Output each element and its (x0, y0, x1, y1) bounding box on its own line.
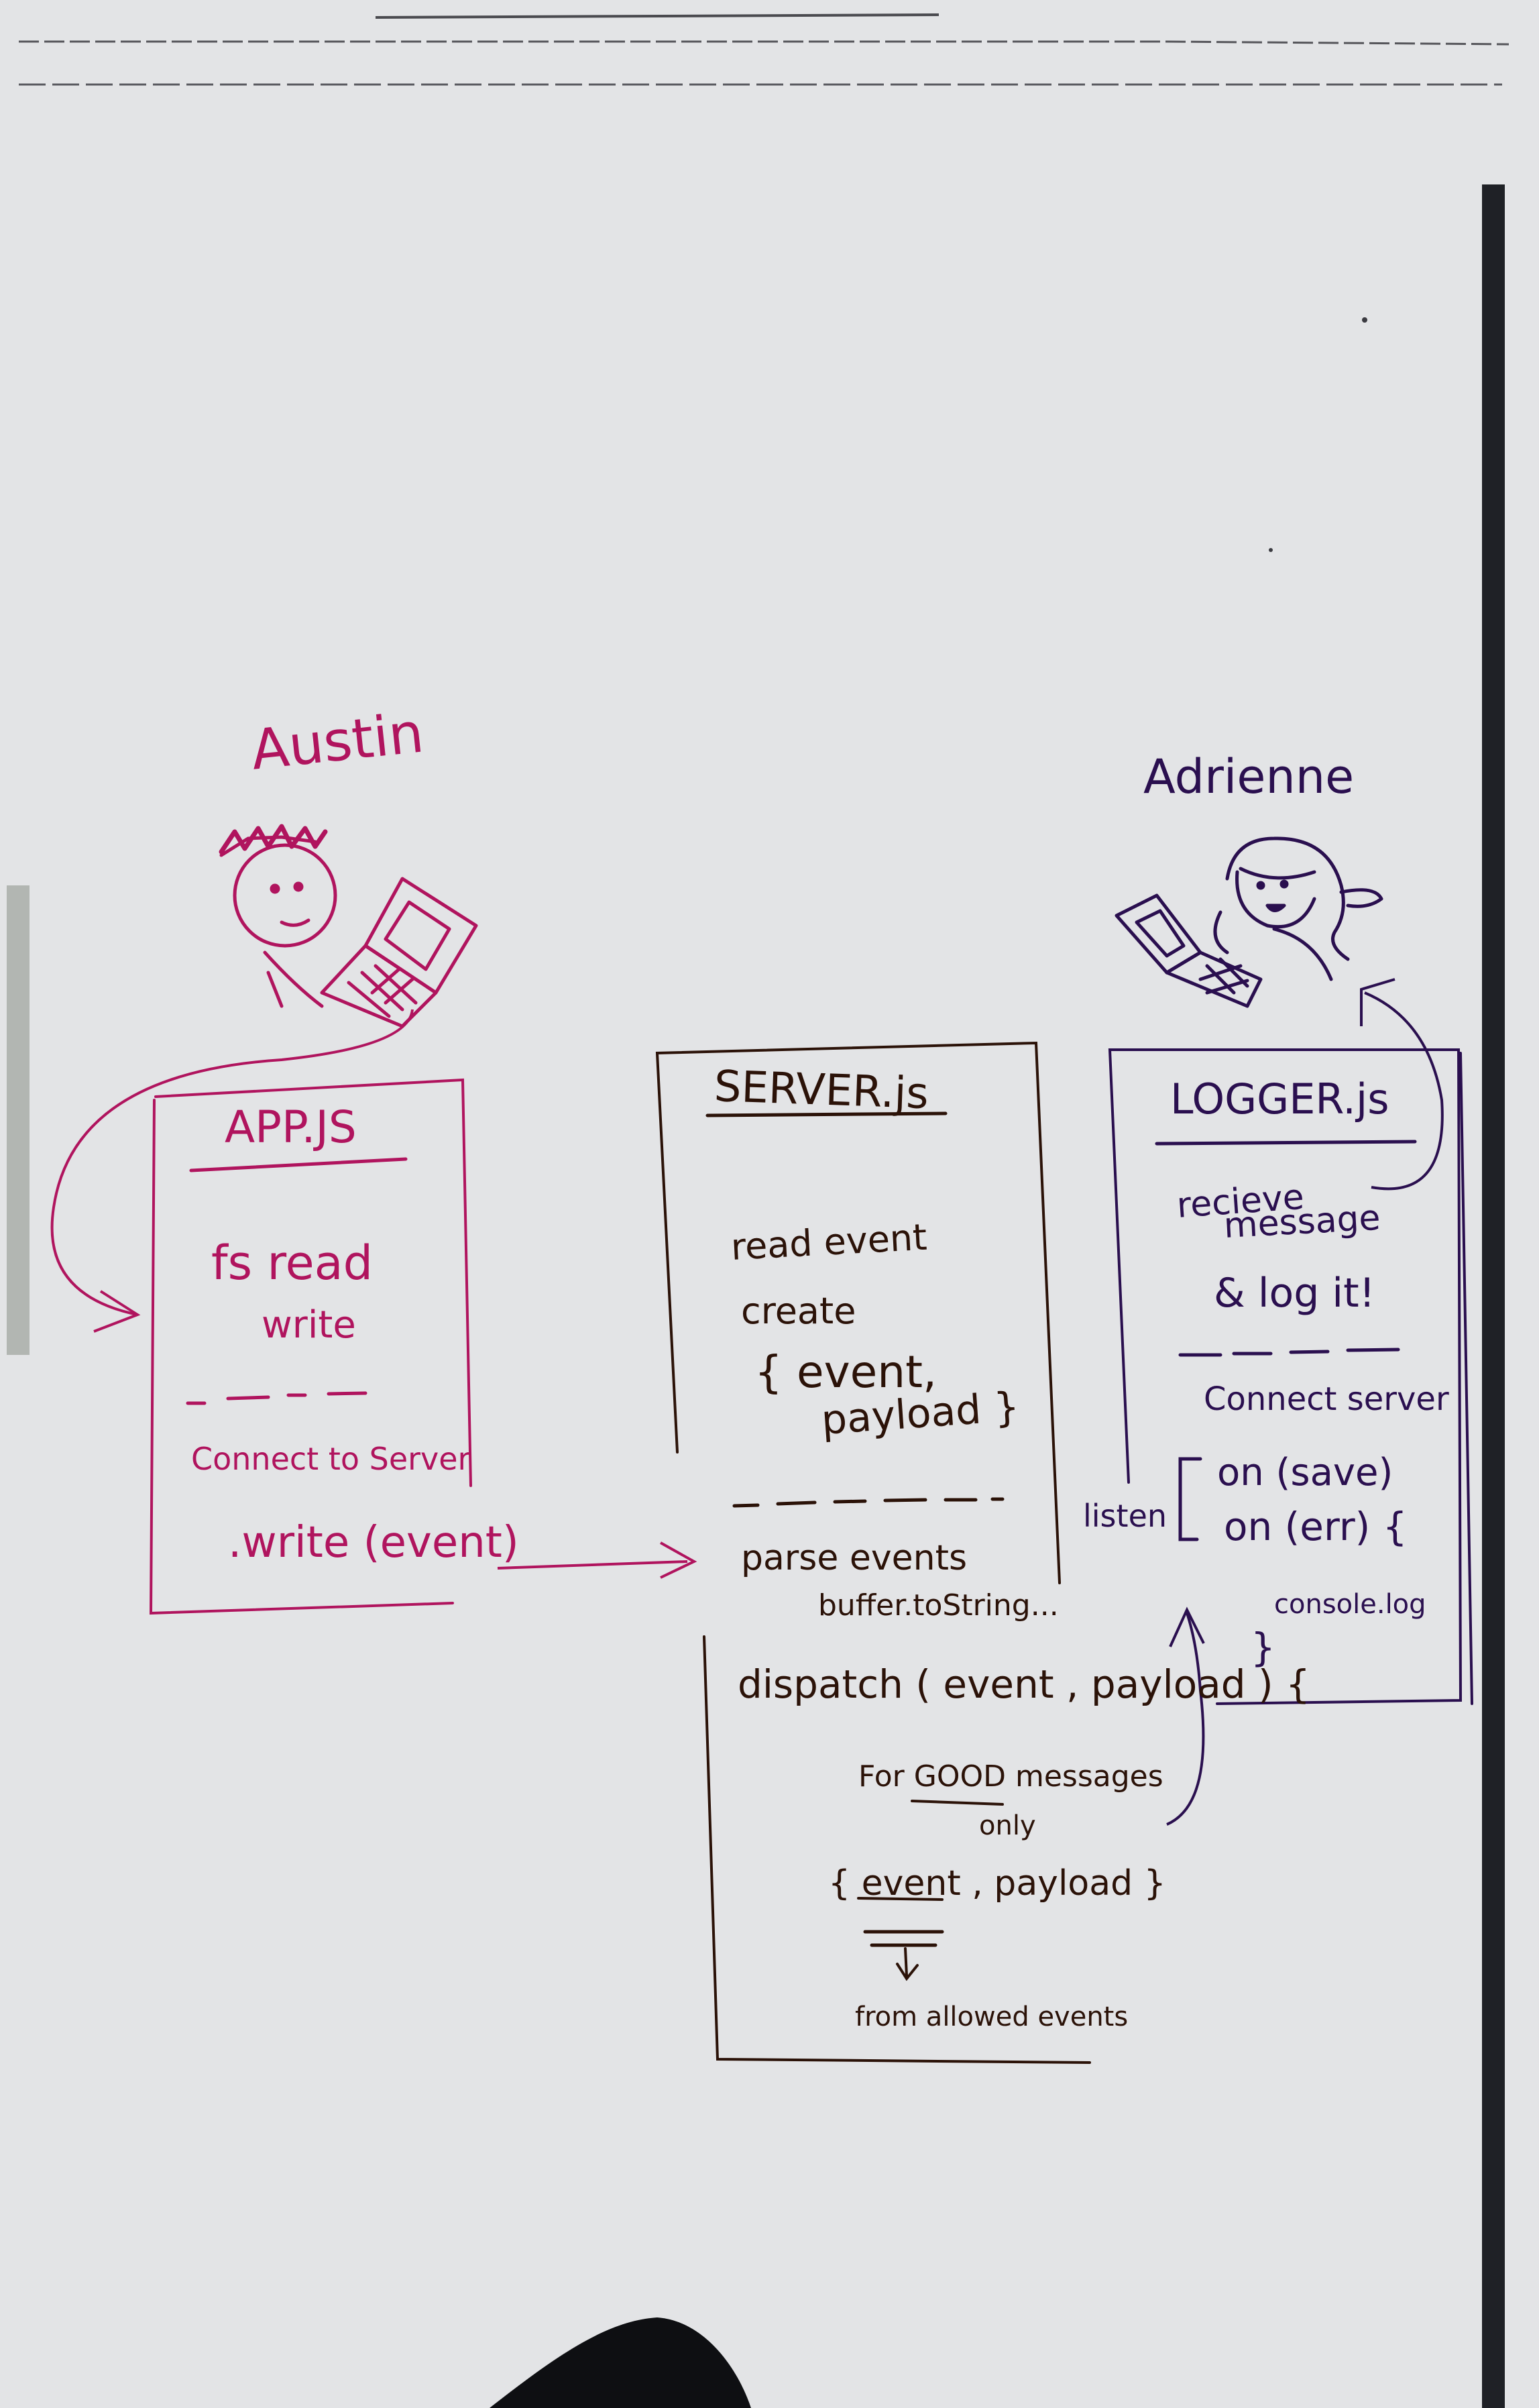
board-smudge (7, 885, 30, 1355)
logger-line-message: message (1222, 1197, 1381, 1246)
logger-box-title: LOGGER.js (1170, 1075, 1389, 1124)
server-line-create: create (741, 1290, 856, 1332)
server-line-event: { event, (754, 1346, 937, 1398)
adrienne-name: Adrienne (1143, 749, 1355, 804)
logger-box (1108, 1048, 1473, 1705)
app-to-server-arrow (497, 1560, 688, 1570)
logger-line-close-brace: } (1251, 1625, 1275, 1670)
app-box (149, 1078, 472, 1615)
austin-with-laptop-icon (219, 824, 478, 1028)
austin-to-app-arrow (50, 1009, 414, 1316)
server-line-dispatch: dispatch ( event , payload ) { (738, 1661, 1310, 1707)
app-box-title: APP.JS (225, 1101, 357, 1153)
app-line-fs-read: fs read (211, 1236, 374, 1291)
server-line-parse-events: parse events (741, 1538, 968, 1578)
server-box-title: SERVER.js (713, 1062, 930, 1119)
logger-line-log-it: & log it! (1214, 1270, 1375, 1317)
server-box (655, 1041, 1091, 2064)
adrienne-with-laptop-icon (1115, 836, 1383, 1008)
logger-listen-label: listen (1083, 1498, 1167, 1534)
board-top-edge (375, 13, 939, 19)
app-line-write-event: .write (event) (228, 1518, 519, 1568)
server-line-good-messages: For GOOD messages (858, 1759, 1163, 1794)
server-line-buffer: buffer.toString... (818, 1588, 1059, 1623)
logger-line-on-err: on (err) { (1224, 1504, 1408, 1549)
logger-line-console-log: console.log (1274, 1589, 1426, 1620)
server-to-logger-arrow (1166, 1612, 1205, 1826)
board-bottom-shape (490, 2317, 751, 2408)
logger-to-adrienne-arrow (1364, 991, 1444, 1191)
server-line-event-payload: { event , payload } (828, 1863, 1166, 1904)
app-line-connect: Connect to Server (191, 1441, 471, 1477)
board-frame-right (1482, 184, 1505, 2408)
app-line-write: write (262, 1303, 356, 1347)
server-line-only: only (979, 1810, 1036, 1841)
server-line-allowed-events: from allowed events (855, 2002, 1129, 2032)
logger-line-on-save: on (save) (1217, 1451, 1393, 1494)
logger-line-connect-server: Connect server (1204, 1380, 1449, 1418)
